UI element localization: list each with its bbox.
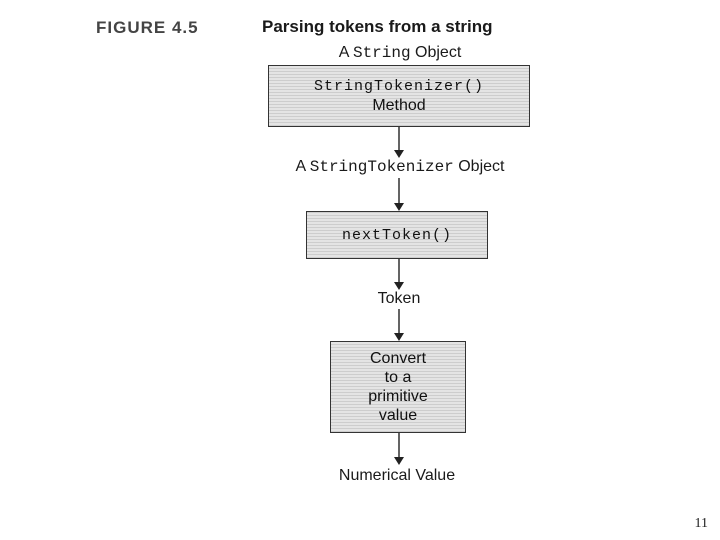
string-object-prefix: A <box>338 44 353 61</box>
string-tokenizer-object-prefix: A <box>295 158 310 175</box>
string-tokenizer-method-box: StringTokenizer() Method <box>268 65 530 127</box>
figure-title: Parsing tokens from a string <box>262 17 493 36</box>
page-number: 11 <box>694 516 708 531</box>
arrow-method-to-object-head <box>394 150 404 158</box>
string-tokenizer-object-code: StringTokenizer <box>309 158 454 176</box>
convert-line-1: Convert <box>369 350 427 367</box>
string-tokenizer-object-caption: A StringTokenizer Object <box>245 158 555 176</box>
string-object-caption: A String Object <box>300 44 500 62</box>
token-caption: Token <box>377 290 421 307</box>
arrow-object-to-next-token-head <box>394 203 404 211</box>
numerical-value-caption: Numerical Value <box>338 467 456 484</box>
figure-label: FIGURE 4.5 <box>96 18 199 37</box>
convert-line-4: value <box>378 407 418 424</box>
convert-line-2: to a <box>384 369 412 386</box>
convert-primitive-box: Convert to a primitive value <box>330 341 466 433</box>
next-token-box: nextToken() <box>306 211 488 259</box>
arrow-next-token-to-token-head <box>394 282 404 290</box>
string-object-code: String <box>352 44 411 62</box>
string-tokenizer-object-suffix: Object <box>453 158 505 175</box>
string-tokenizer-method-name: StringTokenizer() <box>313 78 485 95</box>
convert-line-3: primitive <box>368 388 428 405</box>
string-tokenizer-method-label: Method <box>372 97 426 114</box>
arrow-convert-to-value-head <box>394 457 404 465</box>
arrow-token-to-convert-head <box>394 333 404 341</box>
string-object-suffix: Object <box>410 44 462 61</box>
next-token-method-name: nextToken() <box>341 226 453 244</box>
